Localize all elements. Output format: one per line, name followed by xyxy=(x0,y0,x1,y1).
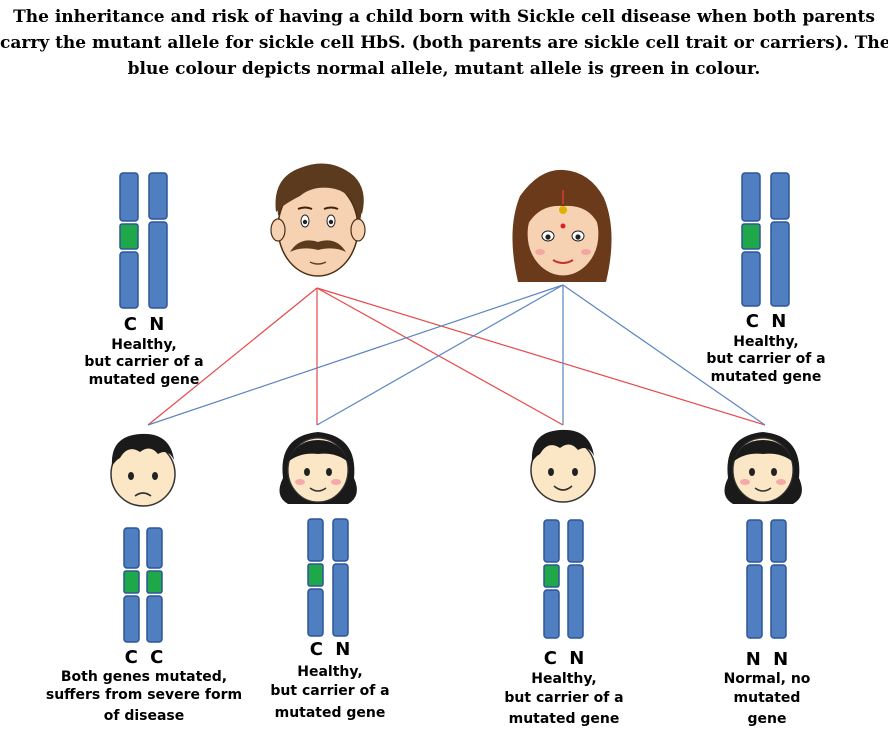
chromosome-segment xyxy=(746,519,763,563)
chromosome-segment xyxy=(770,564,787,639)
chromosome-segment xyxy=(123,527,140,569)
boy-face-icon xyxy=(530,429,596,503)
child-3-alleles-label: C N xyxy=(544,648,585,669)
chromosome-segment xyxy=(307,588,324,637)
mutant-allele-segment xyxy=(543,564,560,588)
chromosome-segment xyxy=(146,595,163,643)
mother-chromosome-pair xyxy=(741,172,790,307)
mother-desc-line-1: Healthy, xyxy=(733,334,798,350)
chromosome-segment xyxy=(332,563,349,637)
chromosome-segment xyxy=(770,519,787,563)
child-4-chromosome-pair xyxy=(746,519,787,639)
father-line-to-child-4 xyxy=(316,287,766,426)
mutant-allele-segment xyxy=(146,570,163,594)
child-4-desc-line-1: Normal, no xyxy=(724,671,811,687)
chromosome-segment xyxy=(770,221,790,307)
father-desc-line-3: mutated gene xyxy=(89,372,200,388)
mutant-allele-segment xyxy=(307,563,324,587)
chromosome-segment xyxy=(567,519,584,563)
mutant-allele-segment xyxy=(741,223,761,250)
mother-line-to-child-1 xyxy=(147,284,564,426)
chromosome-segment xyxy=(741,251,761,307)
girl-face-icon xyxy=(279,432,357,504)
chromosome-segment xyxy=(567,564,584,639)
mutant-allele-segment xyxy=(123,570,140,594)
child-4-desc-line-3: gene xyxy=(748,711,787,727)
mother-face-icon xyxy=(512,169,612,282)
mother-desc-line-2: but carrier of a xyxy=(706,351,825,367)
chromosome-segment xyxy=(119,172,139,222)
child-3-desc-line-3: mutated gene xyxy=(509,711,620,727)
child-2-chromosome-pair xyxy=(307,518,349,637)
child-2-desc-line-1: Healthy, xyxy=(297,664,362,680)
chromosome-segment xyxy=(119,251,139,309)
child-1-desc-line-1: Both genes mutated, xyxy=(61,669,227,685)
child-1-alleles-label: C C xyxy=(125,647,164,668)
child-4-desc-line-2: mutated xyxy=(734,690,801,706)
mother-alleles-label: C N xyxy=(746,311,787,332)
chromosome-segment xyxy=(741,172,761,222)
title-line-3: blue colour depicts normal allele, mutan… xyxy=(127,59,761,79)
father-desc-line-1: Healthy, xyxy=(111,337,176,353)
chromosome-segment xyxy=(543,519,560,563)
child-3-desc-line-2: but carrier of a xyxy=(504,690,623,706)
chromosome-segment xyxy=(307,518,324,562)
mother-line-to-child-4 xyxy=(562,284,766,426)
father-face-icon xyxy=(270,163,366,277)
chromosome-segment xyxy=(543,589,560,639)
title-line-2: carry the mutant allele for sickle cell … xyxy=(0,33,888,53)
child-2-desc-line-3: mutated gene xyxy=(275,705,386,721)
child-1-desc-line-3: of disease xyxy=(104,708,185,724)
child-4-alleles-label: N N xyxy=(746,649,788,670)
girl-face-icon xyxy=(724,432,802,504)
chromosome-segment xyxy=(148,221,168,309)
chromosome-segment xyxy=(770,172,790,220)
mutant-allele-segment xyxy=(119,223,139,250)
child-3-desc-line-1: Healthy, xyxy=(531,671,596,687)
chromosome-segment xyxy=(332,518,349,562)
child-3-chromosome-pair xyxy=(543,519,584,639)
father-desc-line-2: but carrier of a xyxy=(84,354,203,370)
child-1-desc-line-2: suffers from severe form xyxy=(46,687,242,703)
chromosome-segment xyxy=(148,172,168,220)
father-alleles-label: C N xyxy=(124,314,165,335)
mother-line-to-child-2 xyxy=(316,284,564,426)
diagram-title: The inheritance and risk of having a chi… xyxy=(0,4,888,82)
child-1-chromosome-pair xyxy=(123,527,163,643)
father-inheritance-lines xyxy=(147,287,766,426)
father-line-to-child-3 xyxy=(316,287,564,426)
mother-desc-line-3: mutated gene xyxy=(711,369,822,385)
chromosome-segment xyxy=(746,564,763,639)
father-chromosome-pair xyxy=(119,172,168,309)
title-line-1: The inheritance and risk of having a chi… xyxy=(13,7,875,27)
child-2-desc-line-2: but carrier of a xyxy=(270,683,389,699)
chromosome-segment xyxy=(123,595,140,643)
chromosome-segment xyxy=(146,527,163,569)
mother-inheritance-lines xyxy=(147,284,766,426)
child-2-alleles-label: C N xyxy=(310,639,351,660)
father-line-to-child-1 xyxy=(147,287,318,426)
sad-boy-face-icon xyxy=(110,433,176,507)
